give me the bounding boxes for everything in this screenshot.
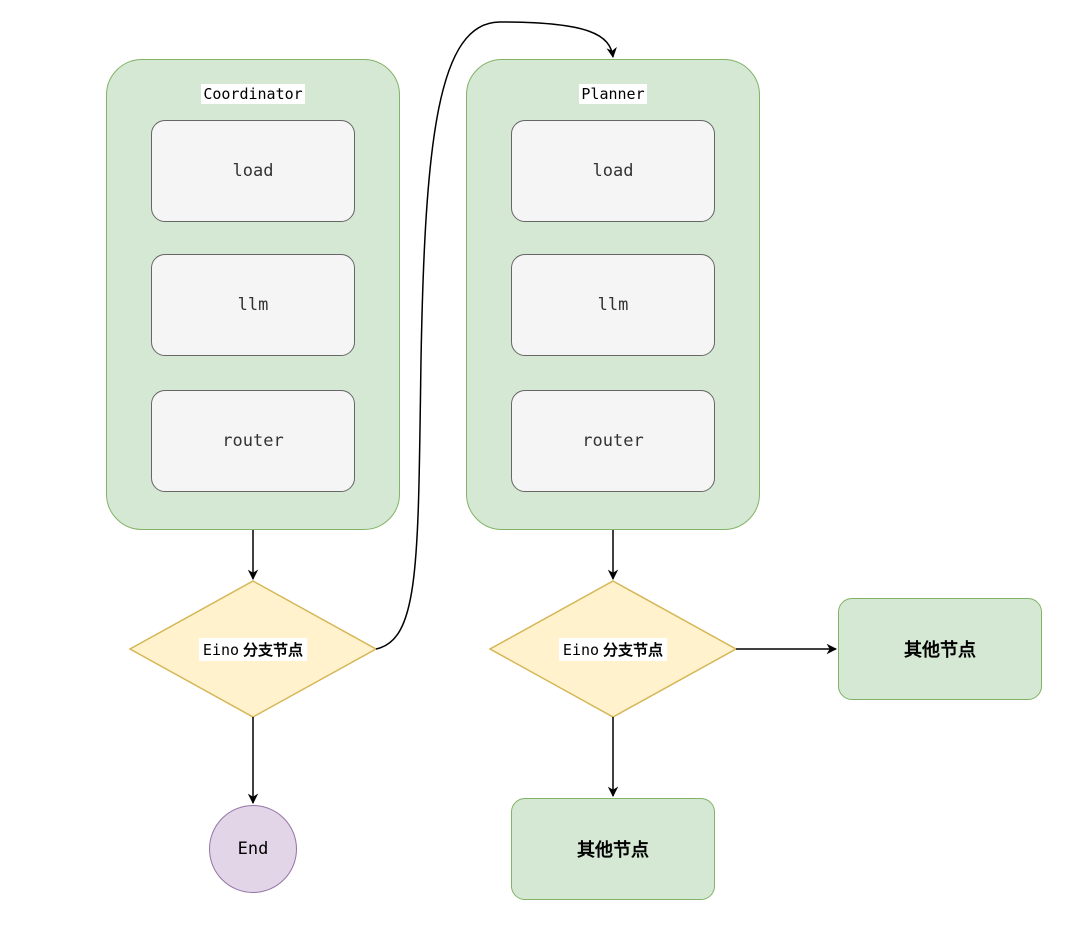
planner-step-llm[interactable]: llm (511, 254, 715, 356)
planner-step-router[interactable]: router (511, 390, 715, 492)
coordinator-branch-prefix: Eino (200, 639, 242, 660)
other-node-right[interactable]: 其他节点 (838, 598, 1042, 700)
planner-branch-prefix: Eino (560, 639, 602, 660)
planner-title: Planner (579, 84, 647, 104)
coordinator-step-router[interactable]: router (151, 390, 355, 492)
end-node[interactable]: End (209, 805, 297, 893)
edge-coord-branch-to-planner (375, 21, 617, 650)
coordinator-step-llm[interactable]: llm (151, 254, 355, 356)
other-node-bottom[interactable]: 其他节点 (511, 798, 715, 900)
planner-step-load[interactable]: load (511, 120, 715, 222)
planner-branch-text: 分支节点 (601, 639, 666, 660)
coordinator-step-load[interactable]: load (151, 120, 355, 222)
coordinator-branch-text: 分支节点 (241, 639, 306, 660)
coordinator-title: Coordinator (201, 84, 305, 104)
